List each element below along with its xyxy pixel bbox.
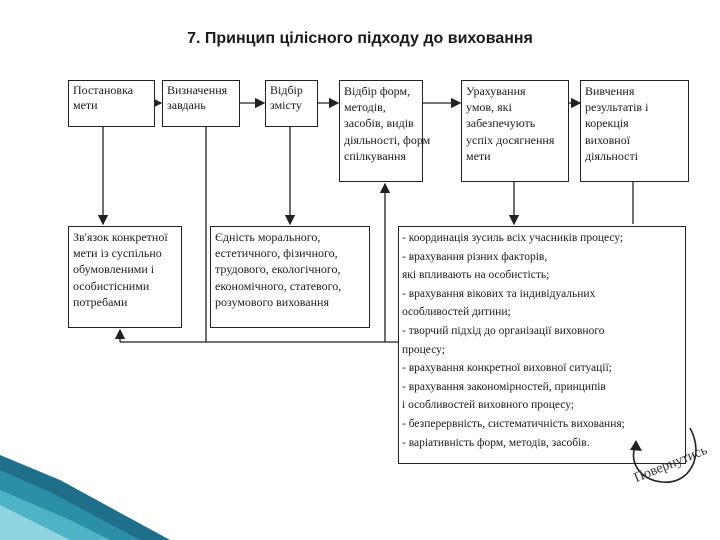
box-text-line: потребами <box>73 294 128 309</box>
box-text-line: обумовленими і <box>73 262 155 277</box>
box-text-line: Відбір форм, <box>344 84 411 98</box>
requirement-item: - творчий підхід до організації виховног… <box>402 324 605 337</box>
requirement-item: - координація зусиль всіх учасників проц… <box>402 232 624 244</box>
box-text-line: мети <box>73 98 98 112</box>
page-title: 7. Принцип цілісного підходу до вихованн… <box>187 30 533 47</box>
step-box-task-definition: Визначення завдань <box>162 80 240 127</box>
requirement-item: процесу; <box>402 343 445 356</box>
detail-box-process-requirements: - координація зусиль всіх учасників проц… <box>398 226 686 464</box>
requirement-item: - безперервність, систематичність вихова… <box>402 417 625 430</box>
box-text-line: естетичного, фізичного, <box>215 246 338 261</box>
detail-box-education-unity: Єдність морального, естетичного, фізично… <box>210 226 370 328</box>
requirement-item: які впливають на особистість; <box>402 269 550 282</box>
requirement-item: - врахування різних факторів, <box>402 250 548 263</box>
box-text-line: завдань <box>167 98 206 112</box>
box-text-line: Визначення <box>167 83 228 97</box>
box-text-line: виховної <box>585 132 631 147</box>
box-text-line: засобів, видів <box>344 116 414 131</box>
detail-box-goal-needs-link: Зв'язок конкретної мети із суспільно обу… <box>68 226 182 328</box>
box-text-line: корекція <box>585 116 629 131</box>
box-text-line: розумового виховання <box>215 294 329 309</box>
box-text-line: мети <box>466 148 491 163</box>
box-text-line: діяльності <box>585 148 639 163</box>
box-text-line: Вивчення <box>585 84 635 98</box>
box-text-line: трудового, екологічного, <box>215 262 341 277</box>
step-box-goal-setting: Постановка мети <box>68 80 155 127</box>
step-box-forms-methods: Відбір форм, методів, засобів, видів дія… <box>339 80 431 182</box>
step-box-conditions: Урахування умов, які забезпечують успіх … <box>461 80 569 182</box>
box-text-line: економічного, статевого, <box>215 278 342 293</box>
box-text-line: методів, <box>344 100 386 115</box>
box-text-line: особистісними <box>73 278 150 293</box>
box-text-line: спілкування <box>344 148 406 163</box>
step-box-content-selection: Відбір змісту <box>265 80 318 127</box>
box-text-line: Зв'язок конкретної <box>73 230 168 244</box>
box-text-line: Відбір <box>270 83 303 97</box>
box-text-line: результатів і <box>585 100 649 115</box>
box-text-line: Єдність морального, <box>215 230 321 244</box>
box-text-line: умов, які <box>466 100 512 115</box>
box-text-line: Урахування <box>466 84 526 98</box>
box-text-line: забезпечують <box>466 116 536 131</box>
requirement-item: - врахування закономірностей, принципів <box>402 380 606 393</box>
requirement-item: особливостей дитини; <box>402 306 511 319</box>
box-text-line: мети із суспільно <box>73 246 162 261</box>
box-text-line: діяльності, форм <box>344 132 431 147</box>
step-box-results-correction: Вивчення результатів і корекція виховної… <box>580 80 689 182</box>
box-text-line: Постановка <box>73 83 134 97</box>
requirement-item: - варіативність форм, методів, засобів. <box>402 436 590 449</box>
requirement-item: - врахування вікових та індивідуальних <box>402 287 596 300</box>
box-text-line: змісту <box>270 98 302 112</box>
box-text-line: успіх досягнення <box>466 132 555 147</box>
requirement-item: і особливостей виховного процесу; <box>402 399 575 412</box>
requirement-item: - врахування конкретної виховної ситуаці… <box>402 362 612 375</box>
